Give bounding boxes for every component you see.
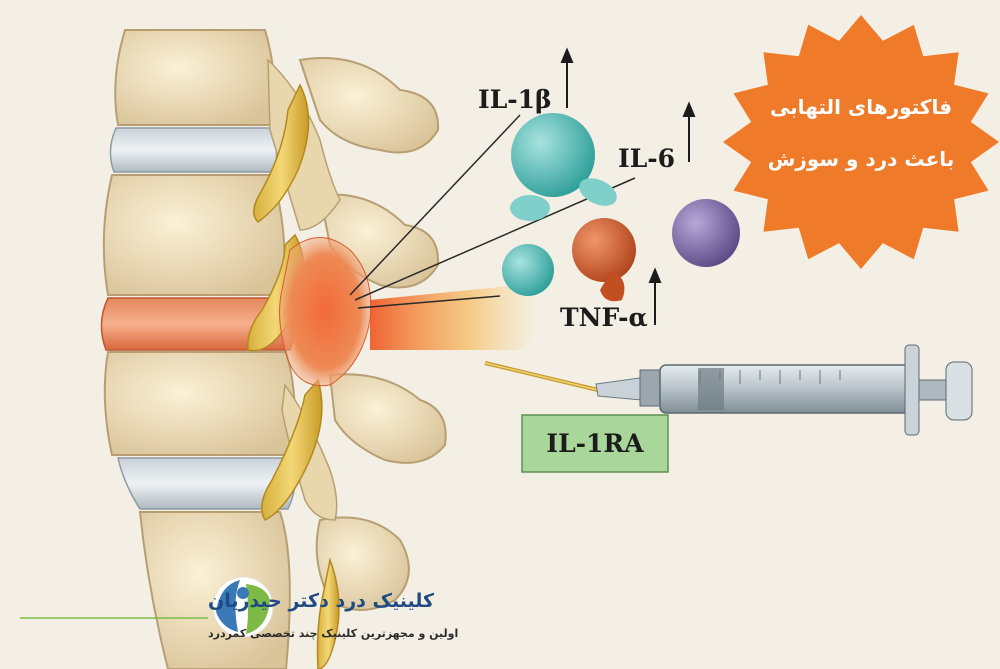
syringe-barrel bbox=[659, 364, 911, 414]
purple-molecule bbox=[672, 199, 740, 267]
label-il1b: IL-1β bbox=[478, 85, 552, 114]
syringe-plunger-seal bbox=[698, 368, 724, 410]
nerve-roots bbox=[247, 83, 340, 669]
il6-up-arrow-icon bbox=[682, 101, 696, 117]
il6-molecule bbox=[502, 244, 554, 296]
il1b-molecule bbox=[511, 113, 595, 197]
increase-arrows bbox=[560, 47, 696, 325]
il1ra-box: IL-1RA bbox=[521, 414, 669, 473]
tnf-up-arrow-icon bbox=[648, 267, 662, 283]
inflammation-site bbox=[279, 237, 540, 387]
person-icon bbox=[237, 587, 249, 599]
clinic-tagline: اولین و مجهزترین کلینیک چند تخصصی کمردرد bbox=[208, 627, 458, 640]
tnf-molecule bbox=[572, 218, 636, 282]
il1b-up-arrow-icon bbox=[560, 47, 574, 63]
syringe bbox=[484, 344, 973, 436]
clinic-name: کلینیک درد دکتر حیدریان bbox=[208, 590, 435, 612]
badge-line-2: باعث درد و سوزش bbox=[768, 147, 955, 171]
cytokine-molecules bbox=[502, 113, 740, 302]
starburst-shape bbox=[723, 15, 999, 269]
vertebral-bodies bbox=[102, 29, 296, 669]
badge-line-1: فاکتورهای التهابی bbox=[770, 95, 952, 119]
label-il1ra: IL-1RA bbox=[546, 429, 644, 458]
pointer-il1b bbox=[349, 114, 521, 296]
inflammatory-factors-badge: فاکتورهای التهابی باعث درد و سوزش bbox=[723, 15, 999, 269]
label-il6: IL-6 bbox=[618, 144, 675, 173]
label-tnf: TNF-α bbox=[560, 303, 648, 332]
syringe-plunger-head bbox=[945, 361, 973, 421]
pointer-tnf bbox=[357, 295, 501, 309]
il1b-molecule-lobe bbox=[510, 195, 550, 221]
clinic-logo: کلینیک درد دکتر حیدریان اولین و مجهزترین… bbox=[20, 576, 458, 640]
